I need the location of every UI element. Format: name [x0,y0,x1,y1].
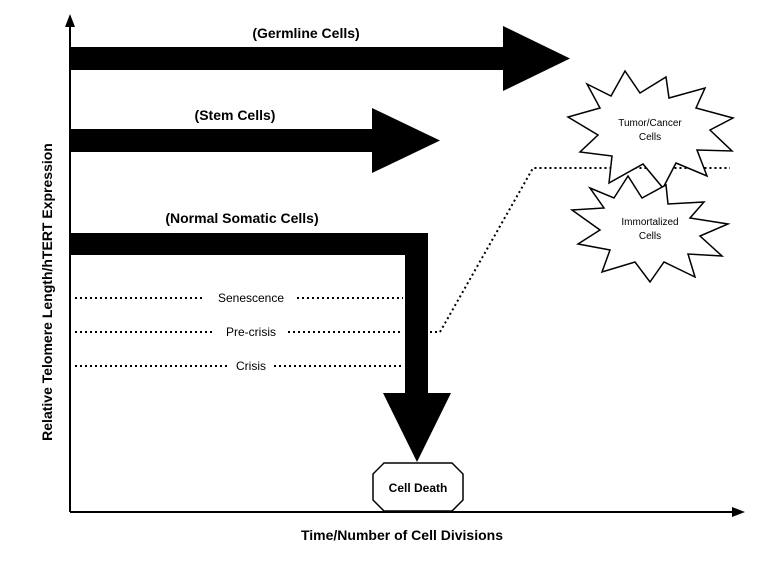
immortalized-star-shape [569,174,731,284]
immortalized-label-line1: Immortalized [621,217,678,228]
y-axis-label: Relative Telomere Length/hTERT Expressio… [39,143,55,441]
senescence-threshold: Senescence [75,291,403,305]
crisis-label: Crisis [236,359,266,373]
immortalized-starburst: Immortalized Cells [569,174,731,284]
germline-arrowhead [503,26,570,91]
stem-arrow-shaft [70,129,375,152]
x-axis-arrowhead [732,507,745,517]
precrisis-label: Pre-crisis [226,325,276,339]
y-axis-arrowhead [65,14,75,27]
tumor-label-line2: Cells [639,132,661,143]
crisis-threshold: Crisis [75,359,403,373]
somatic-arrow [70,233,451,462]
somatic-arrow-shaft [70,233,428,395]
cell-death-box: Cell Death [372,462,464,512]
germline-arrow-shaft [70,47,505,70]
germline-label: (Germline Cells) [252,25,359,41]
precrisis-threshold: Pre-crisis [75,167,730,339]
tumor-star-shape [566,69,736,190]
axes [65,14,745,517]
stem-label: (Stem Cells) [195,107,276,123]
immortalized-label-line2: Cells [639,231,661,242]
senescence-label: Senescence [218,291,284,305]
somatic-label: (Normal Somatic Cells) [165,210,318,226]
tumor-label-line1: Tumor/Cancer [618,118,682,129]
somatic-arrowhead [383,393,451,462]
germline-arrow [70,26,570,91]
stem-arrowhead [372,108,440,173]
tumor-starburst: Tumor/Cancer Cells [566,69,736,190]
cell-death-label: Cell Death [389,481,448,495]
x-axis-label: Time/Number of Cell Divisions [301,527,503,543]
stem-arrow [70,108,440,173]
cell-death-octagon [372,462,464,512]
